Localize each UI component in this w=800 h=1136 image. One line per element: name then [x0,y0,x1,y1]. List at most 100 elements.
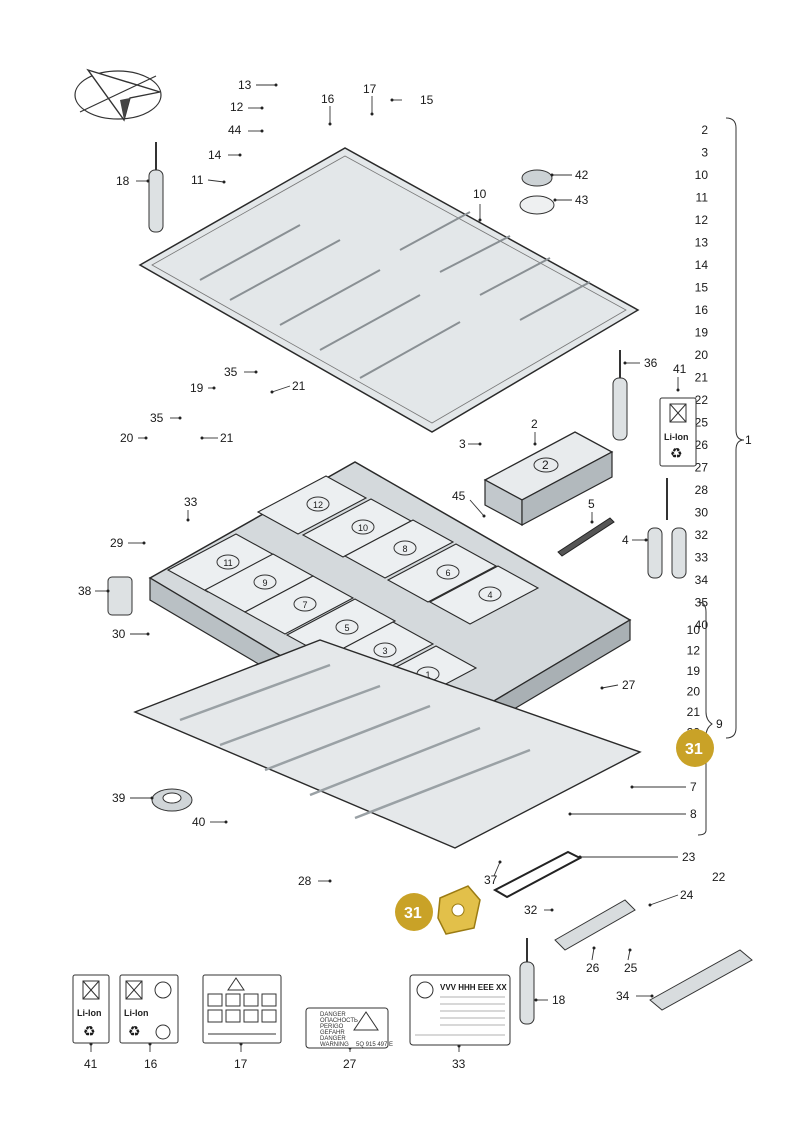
module-12 [256,475,368,535]
module-badge [393,540,417,556]
leader-c24 [648,894,679,907]
index-sub-item: 20 [687,685,701,699]
index-item: 28 [695,483,709,497]
module-number: 6 [445,568,450,578]
callout-c18a: 18 [116,174,130,188]
probe-tool-18 [148,142,164,233]
callout-c11: 11 [191,173,204,187]
index-item: 32 [695,528,709,542]
type-plate-title: VVV HHH EEE XX [440,983,507,992]
callout-c38: 38 [78,584,92,598]
li-ion-label-right: Li-Ion ♻ [659,397,697,467]
direction-arrow-icon [74,68,162,122]
warning-line4: GEFAHR [320,1030,345,1036]
top-cover-plate [138,147,640,433]
index-item: 14 [695,258,709,272]
index-item: 2 [701,123,708,137]
highlight-badge-top-label: 31 [685,741,703,758]
warning-line5: DANGER [320,1036,346,1042]
warning-line6: WARNING [320,1042,349,1048]
callout-c40: 40 [192,815,206,829]
callout-c20a: 20 [120,431,134,445]
leader-c26 [591,946,596,961]
seal-43 [519,195,555,215]
module-badge [478,586,502,602]
index-item: 20 [695,348,709,362]
module-number: 3 [382,646,387,656]
module-number: 4 [487,590,492,600]
warning-label-27: DANGER ОПАСНОСТЬ PERIGO GEFAHR DANGER WA… [305,1007,393,1049]
callout-c37: 37 [484,873,498,887]
warning-code: 5Q 915 497 E [356,1042,393,1048]
connector-34 [649,949,753,1011]
index-item: 15 [695,281,709,295]
index-item: 33 [695,551,709,565]
index-item: 27 [695,461,709,475]
callout-c7: 7 [690,780,697,794]
leader-c21a [270,385,291,394]
callout-c3: 3 [459,437,466,451]
index-sub-list: 101219202129 [687,623,701,740]
callout-c44: 44 [228,123,242,137]
callout-c15: 15 [420,93,434,107]
module-number: 7 [302,600,307,610]
callout-c36: 36 [644,356,658,370]
callout-c26: 26 [586,961,600,975]
callout-c2: 2 [531,417,538,431]
callout-c18b: 18 [552,993,566,1007]
index-item: 16 [695,303,709,317]
probe-tool-36 [612,350,628,441]
callout-c16: 16 [321,92,335,106]
callout-c30: 30 [112,627,126,641]
index-item: 22 [695,393,709,407]
recycle-icon-16: ♻ [128,1023,141,1039]
module-number: 1 [425,670,430,680]
callout-c32: 32 [524,903,538,917]
index-item: 40 [695,618,709,632]
callout-c14: 14 [208,148,222,162]
index-list: 2310111213141516192021222526272830323334… [695,123,709,632]
module-4 [428,565,540,625]
module-7 [243,575,355,635]
module-badge [216,554,240,570]
index-item: 30 [695,506,709,520]
callout-c4: 4 [622,533,629,547]
highlight-badge-bottom[interactable]: 31 [395,893,433,931]
li-ion-text-16: Li-Ion [124,1008,149,1018]
callout-b17: 17 [234,1057,248,1071]
callout-c29: 29 [110,536,124,550]
module-number: 5 [344,623,349,633]
callout-b27: 27 [343,1057,357,1071]
callout-c19a: 19 [190,381,204,395]
callout-b33: 33 [452,1057,466,1071]
leader-c27a [600,684,619,690]
callout-c23: 23 [682,850,696,864]
module-number: 11 [223,558,232,568]
leader-c45 [469,499,486,518]
index-sub-item: 19 [687,664,701,678]
highlighted-part-31[interactable] [437,885,481,935]
warning-line2: ОПАСНОСТЬ [320,1018,358,1024]
callout-c45: 45 [452,489,466,503]
label-41: Li-Ion ♻ [72,974,110,1044]
index-sub-item: 10 [687,623,701,637]
single-module: 2 [483,431,614,527]
index-item: 25 [695,416,709,430]
module-badge [351,519,375,535]
callout-c22: 22 [712,870,726,884]
li-ion-text-41: Li-Ion [77,1008,102,1018]
type-plate-33: VVV HHH EEE XX [409,974,511,1046]
module-8 [343,519,455,579]
callout-c10a: 10 [473,187,487,201]
highlight-badge-bottom-label: 31 [404,905,422,922]
index-item: 13 [695,236,709,250]
callout-c43: 43 [575,193,589,207]
index-item: 19 [695,326,709,340]
callout-c42: 42 [575,168,589,182]
module-6 [386,543,498,603]
cover-42 [521,169,553,187]
label-16: Li-Ion ♻ [119,974,179,1044]
callout-c12: 12 [230,100,244,114]
highlight-badge-top[interactable]: 31 [676,729,714,767]
index-item: 26 [695,438,709,452]
